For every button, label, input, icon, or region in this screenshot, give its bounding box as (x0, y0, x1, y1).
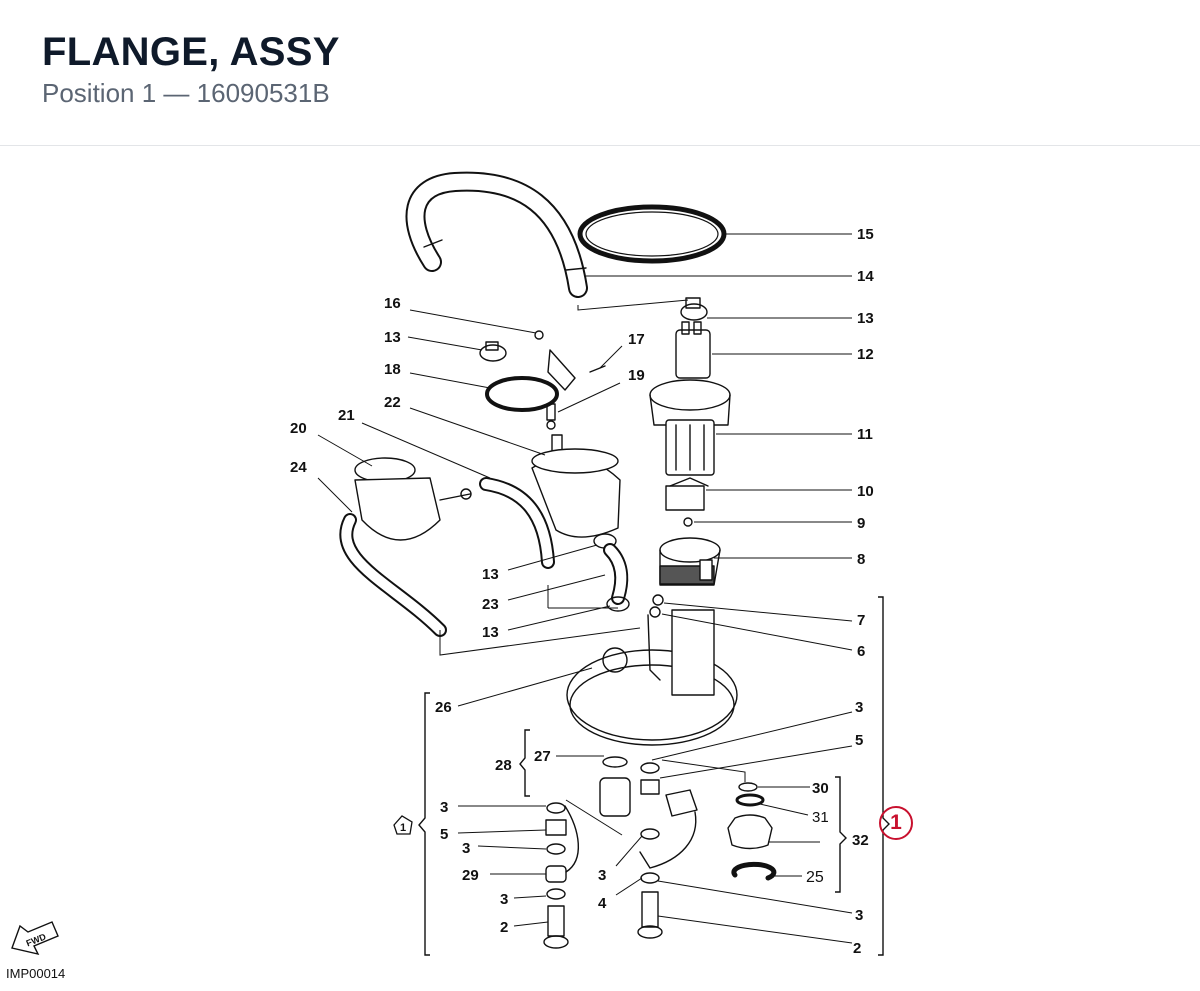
pump-28 (599, 756, 631, 817)
hose-24 (339, 513, 447, 637)
label-10: 10 (857, 483, 874, 500)
label-3: 3 (855, 907, 863, 924)
label-14: 14 (857, 268, 874, 285)
label-13: 13 (482, 566, 499, 583)
regulator-housing-20 (354, 457, 472, 541)
assembly-symbol-number: 1 (400, 822, 406, 834)
label-30: 30 (812, 780, 829, 797)
label-13: 13 (384, 329, 401, 346)
hose-clamp-13-left (479, 341, 507, 362)
label-3: 3 (462, 840, 470, 857)
label-25: 25 (806, 869, 824, 886)
hose-21 (479, 477, 555, 569)
fuel-filter-22 (531, 434, 621, 538)
label-16: 16 (384, 295, 401, 312)
right-fastener-stack (637, 762, 698, 939)
label-18: 18 (384, 361, 401, 378)
highlight-callout[interactable]: 1 (879, 806, 913, 840)
label-19: 19 (628, 367, 645, 384)
page-title: FLANGE, ASSY (42, 30, 340, 74)
label-2: 2 (853, 940, 861, 957)
label-9: 9 (857, 515, 865, 532)
subtitle-separator: — (163, 78, 190, 108)
left-fastener-stack (543, 802, 579, 949)
fitting-6 (649, 606, 661, 618)
label-17: 17 (628, 331, 645, 348)
o-ring-15 (577, 204, 727, 264)
hose-clamp-13-top (680, 297, 708, 321)
label-31: 31 (812, 809, 829, 826)
label-4: 4 (598, 895, 607, 912)
label-5: 5 (440, 826, 448, 843)
bracket-10 (665, 477, 709, 511)
label-5: 5 (855, 732, 863, 749)
exploded-parts-diagram: 1 FWD 15 14 16 13 13 17 12 18 19 22 11 2… (0, 146, 1200, 991)
label-28: 28 (495, 757, 512, 774)
page-header: FLANGE, ASSY Position 1 — 16090531B (0, 0, 1200, 146)
fwd-arrow-icon: FWD (11, 921, 59, 956)
label-13: 13 (482, 624, 499, 641)
regulator-assembly-32 (727, 782, 777, 881)
connector-12 (675, 321, 711, 379)
label-7: 7 (857, 612, 865, 629)
label-13: 13 (857, 310, 874, 327)
label-23: 23 (482, 596, 499, 613)
filter-clamp-18 (485, 349, 606, 412)
label-3: 3 (440, 799, 448, 816)
leader-lines (317, 233, 853, 944)
label-11: 11 (857, 426, 873, 443)
hose-14 (405, 171, 588, 298)
image-code: IMP00014 (6, 966, 66, 981)
flange-26 (566, 609, 738, 746)
label-8: 8 (857, 551, 865, 568)
label-3: 3 (855, 699, 863, 716)
position-label: Position 1 (42, 78, 157, 108)
part-number: 16090531B (196, 78, 330, 108)
label-20: 20 (290, 420, 307, 437)
label-15: 15 (857, 226, 874, 243)
washer-9 (683, 517, 693, 527)
label-12: 12 (857, 346, 874, 363)
label-3: 3 (500, 891, 508, 908)
bolt-16 (534, 330, 544, 340)
hose-23 (593, 533, 630, 612)
label-2: 2 (500, 919, 508, 936)
label-6: 6 (857, 643, 865, 660)
label-26: 26 (435, 699, 452, 716)
label-24: 24 (290, 459, 307, 476)
label-21: 21 (338, 407, 355, 424)
fitting-7 (652, 594, 664, 606)
filter-housing-11 (649, 379, 731, 476)
page-subtitle: Position 1 — 16090531B (42, 78, 330, 109)
diagram-svg: 1 FWD 15 14 16 13 13 17 12 18 19 22 11 2… (11, 171, 890, 957)
strainer-8 (659, 537, 721, 586)
part-labels: 15 14 16 13 13 17 12 18 19 22 11 20 21 2… (290, 226, 874, 957)
label-22: 22 (384, 394, 401, 411)
screw-19 (546, 403, 556, 430)
assembly-symbol-pentagon: 1 (393, 815, 413, 835)
label-3: 3 (598, 867, 606, 884)
label-27: 27 (534, 748, 551, 765)
label-29: 29 (462, 867, 479, 884)
label-32: 32 (852, 832, 869, 849)
